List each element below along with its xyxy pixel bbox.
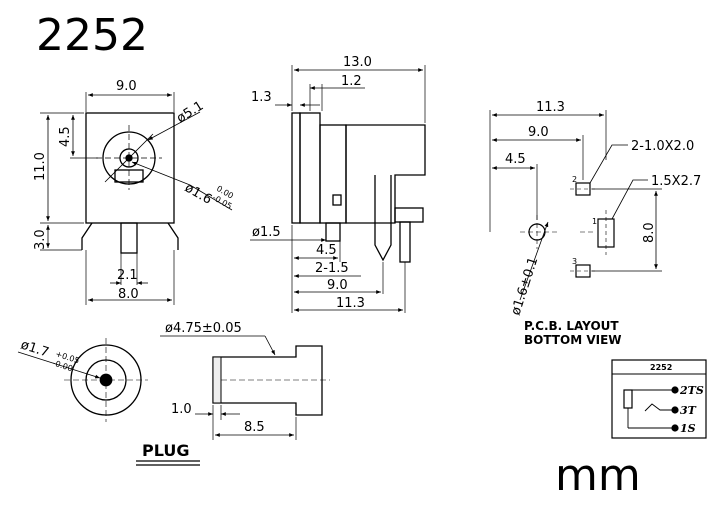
- side-flange-dim: 1.3: [251, 90, 272, 105]
- schematic-title: 2252: [650, 363, 672, 372]
- front-hole-dia-dim: ø5.1: [174, 98, 206, 126]
- side-total-length-dim: 13.0: [343, 55, 372, 70]
- pcb-pad-3-label: 3: [572, 257, 577, 266]
- pcb-d9-dim: 9.0: [528, 125, 549, 140]
- pcb-hole-dia-dim: ø1.6±0.1: [509, 255, 542, 317]
- pcb-total-dim: 11.3: [536, 100, 565, 115]
- side-mid: [319, 124, 347, 224]
- pcb-caption-line2: BOTTOM VIEW: [524, 333, 622, 347]
- side-view: [250, 65, 426, 313]
- plug-label: PLUG: [142, 441, 189, 460]
- front-leg-left: [81, 222, 93, 250]
- side-d4-dim: 11.3: [336, 296, 365, 311]
- schematic-pin-1s: [671, 424, 679, 432]
- side-flange: [291, 112, 301, 224]
- side-pin-b: [399, 221, 411, 263]
- plug-tip-dim: 1.0: [171, 402, 192, 417]
- schematic-pin-2ts: [671, 386, 679, 394]
- plug-side-view: [160, 335, 330, 440]
- pcb-d45-dim: 4.5: [505, 152, 526, 167]
- side-pin-dia-dim: ø1.5: [252, 225, 281, 240]
- front-width-dim: 9.0: [116, 79, 137, 94]
- side-front-length-dim: 1.2: [341, 74, 362, 89]
- pcb-pad-1-label: 1: [592, 217, 597, 226]
- pcb-height-dim: 8.0: [642, 222, 657, 243]
- side-d3-dim: 9.0: [327, 278, 348, 293]
- front-pin-pitch-dim: 2.1: [117, 268, 138, 283]
- schematic-pin-1s-label: 1S: [680, 422, 696, 435]
- schematic-pin-2ts-label: 2TS: [679, 384, 704, 397]
- plug-length-dim: 8.5: [244, 420, 265, 435]
- plug-outer-dia-dim: ø4.75±0.05: [165, 321, 242, 336]
- front-leg-right: [167, 222, 179, 250]
- pcb-caption-line1: P.C.B. LAYOUT: [524, 319, 619, 333]
- side-notch: [332, 194, 342, 206]
- pcb-pad-2: [575, 182, 591, 196]
- plug-body: [212, 345, 323, 416]
- pcb-slot2-dim: 1.5X2.7: [651, 174, 701, 189]
- unit-label: mm: [555, 450, 641, 501]
- front-view: [40, 92, 233, 305]
- side-tab: [394, 207, 424, 223]
- schematic-frame: [611, 359, 707, 439]
- front-pin-dia-dim: ø1.6: [182, 180, 214, 207]
- front-upper-dim: 4.5: [58, 126, 73, 147]
- pcb-slot1-dim: 2-1.0X2.0: [631, 139, 694, 154]
- front-height-dim: 11.0: [33, 152, 48, 181]
- drawing-title: 2252: [36, 10, 148, 61]
- pcb-pad-3: [575, 264, 591, 278]
- schematic-pin-3t-label: 3T: [680, 404, 697, 417]
- front-pin-length-dim: 3.0: [33, 229, 48, 250]
- schematic-jack-symbol: [623, 389, 633, 409]
- side-pin-a: [374, 175, 392, 262]
- side-body: [345, 124, 426, 224]
- schematic-pin-3t: [671, 406, 679, 414]
- front-base-width-dim: 8.0: [118, 287, 139, 302]
- side-d2-dim: 2-1.5: [315, 261, 349, 276]
- pcb-layout: [489, 110, 662, 301]
- front-body: [85, 112, 175, 224]
- pcb-pad-2-label: 2: [572, 175, 577, 184]
- front-center-pin: [120, 222, 138, 254]
- plug-tip: [212, 356, 222, 404]
- plug-end-view: [17, 338, 148, 422]
- side-pin-c: [325, 222, 341, 242]
- schematic-box: [611, 359, 707, 439]
- side-d1-dim: 4.5: [316, 243, 337, 258]
- side-front: [299, 112, 321, 224]
